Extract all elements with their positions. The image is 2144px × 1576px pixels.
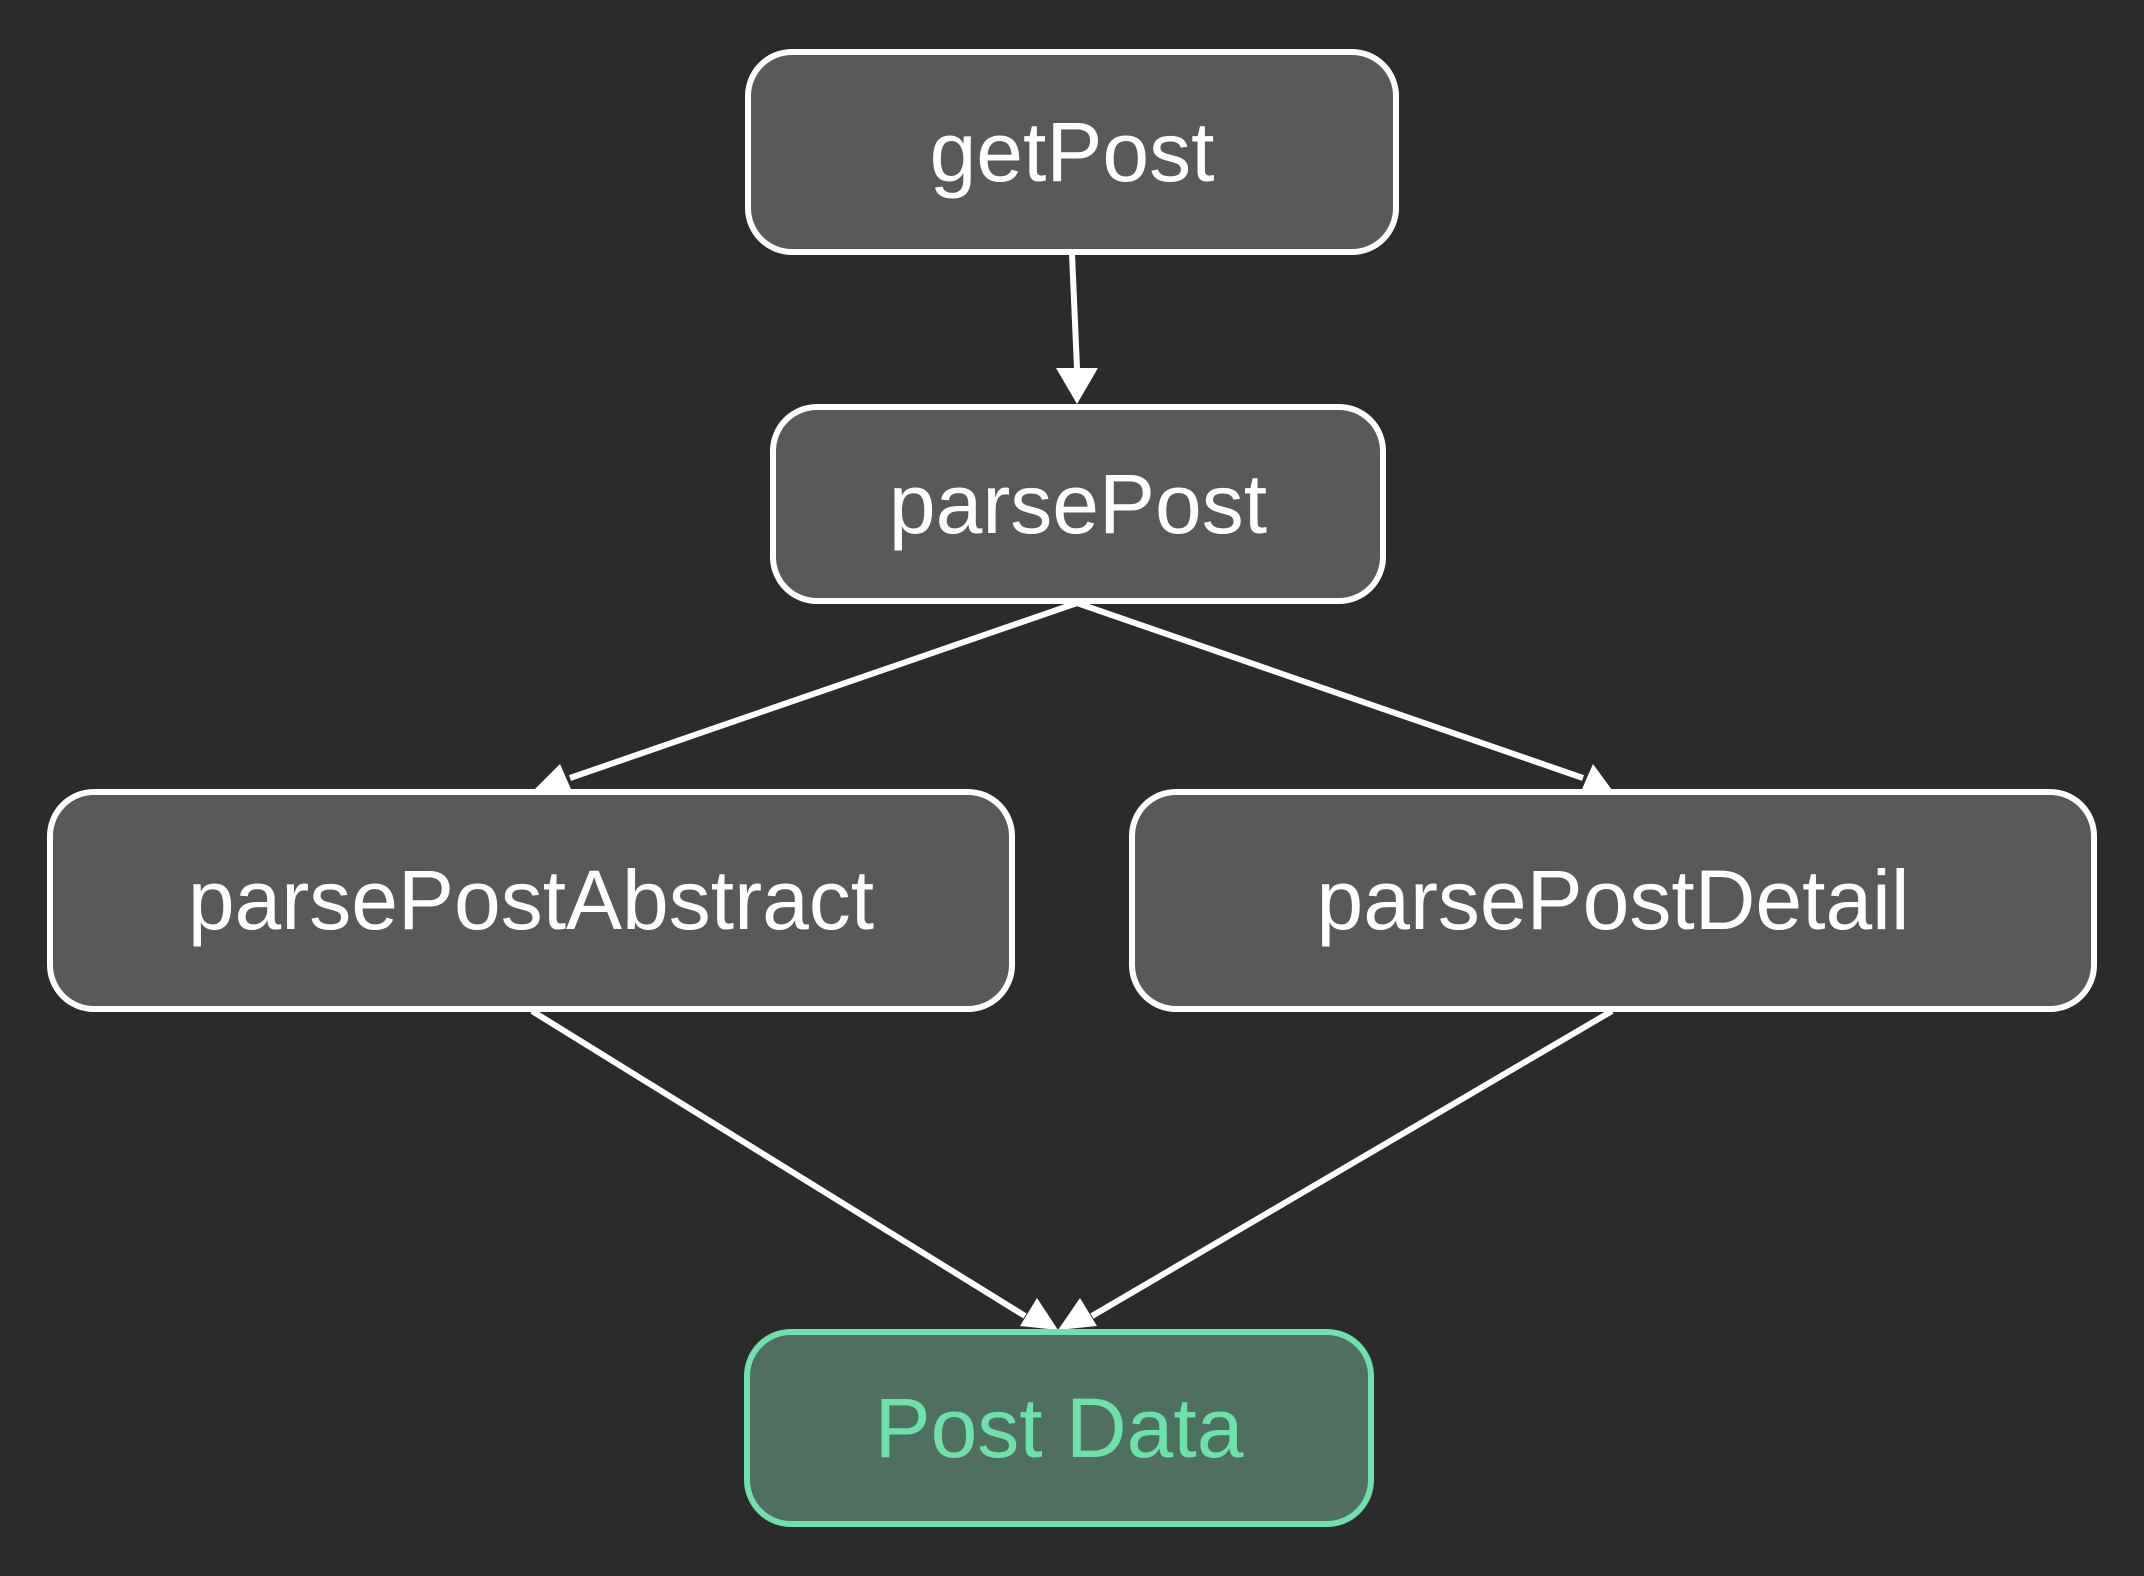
edge-getpost-to-parsepost	[1056, 253, 1098, 404]
edge-parsepostabstract-to-postdata	[530, 1008, 1058, 1330]
node-postdata: Post Data	[744, 1329, 1374, 1527]
node-label: Post Data	[875, 1381, 1244, 1475]
edge-line	[1069, 253, 1080, 369]
node-label: parsePostAbstract	[188, 853, 874, 947]
node-label: parsePost	[889, 457, 1267, 551]
node-parsepostabstract: parsePostAbstract	[47, 789, 1015, 1012]
arrow-head-icon	[1058, 1298, 1097, 1330]
edge-parsepost-to-parsepostabstract	[534, 600, 1078, 796]
arrow-head-icon	[1020, 1298, 1058, 1330]
node-label: getPost	[930, 105, 1215, 199]
node-getpost: getPost	[745, 49, 1399, 255]
node-box	[1129, 789, 2097, 1012]
edge-line	[1076, 600, 1584, 781]
node-parsepostdetail: parsePostDetail	[1129, 789, 2097, 1012]
arrow-head-icon	[534, 764, 574, 796]
edge-line	[530, 1008, 1027, 1319]
edge-parsepost-to-parsepostdetail	[1076, 600, 1612, 796]
arrow-head-icon	[1579, 764, 1612, 796]
node-label: parsePostDetail	[1317, 853, 1910, 947]
edges	[530, 253, 1614, 1330]
node-box	[47, 789, 1015, 1012]
node-box	[744, 1329, 1374, 1527]
edge-line	[1090, 1008, 1614, 1319]
edge-line	[569, 600, 1078, 781]
node-box	[745, 49, 1399, 255]
node-parsepost: parsePost	[770, 404, 1386, 604]
edge-parsepostdetail-to-postdata	[1058, 1008, 1614, 1330]
arrow-head-icon	[1056, 368, 1098, 404]
node-box	[770, 404, 1386, 604]
